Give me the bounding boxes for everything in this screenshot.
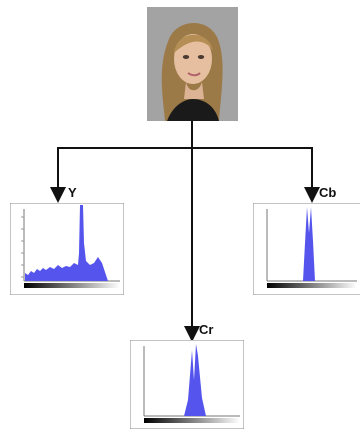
cr-channel-label: Cr <box>199 322 214 337</box>
cb-channel-label: Cb <box>319 185 337 200</box>
cb-histogram <box>253 203 360 295</box>
source-portrait <box>147 7 238 121</box>
arrow-to-y <box>50 121 193 203</box>
y-channel-label: Y <box>68 185 77 200</box>
y-histogram-bars <box>25 205 108 281</box>
cr-histogram-bars <box>184 344 206 416</box>
arrow-to-cb <box>192 147 320 203</box>
cr-histogram <box>130 340 244 429</box>
y-histogram <box>10 203 124 295</box>
cb-histogram-bars <box>303 207 315 281</box>
